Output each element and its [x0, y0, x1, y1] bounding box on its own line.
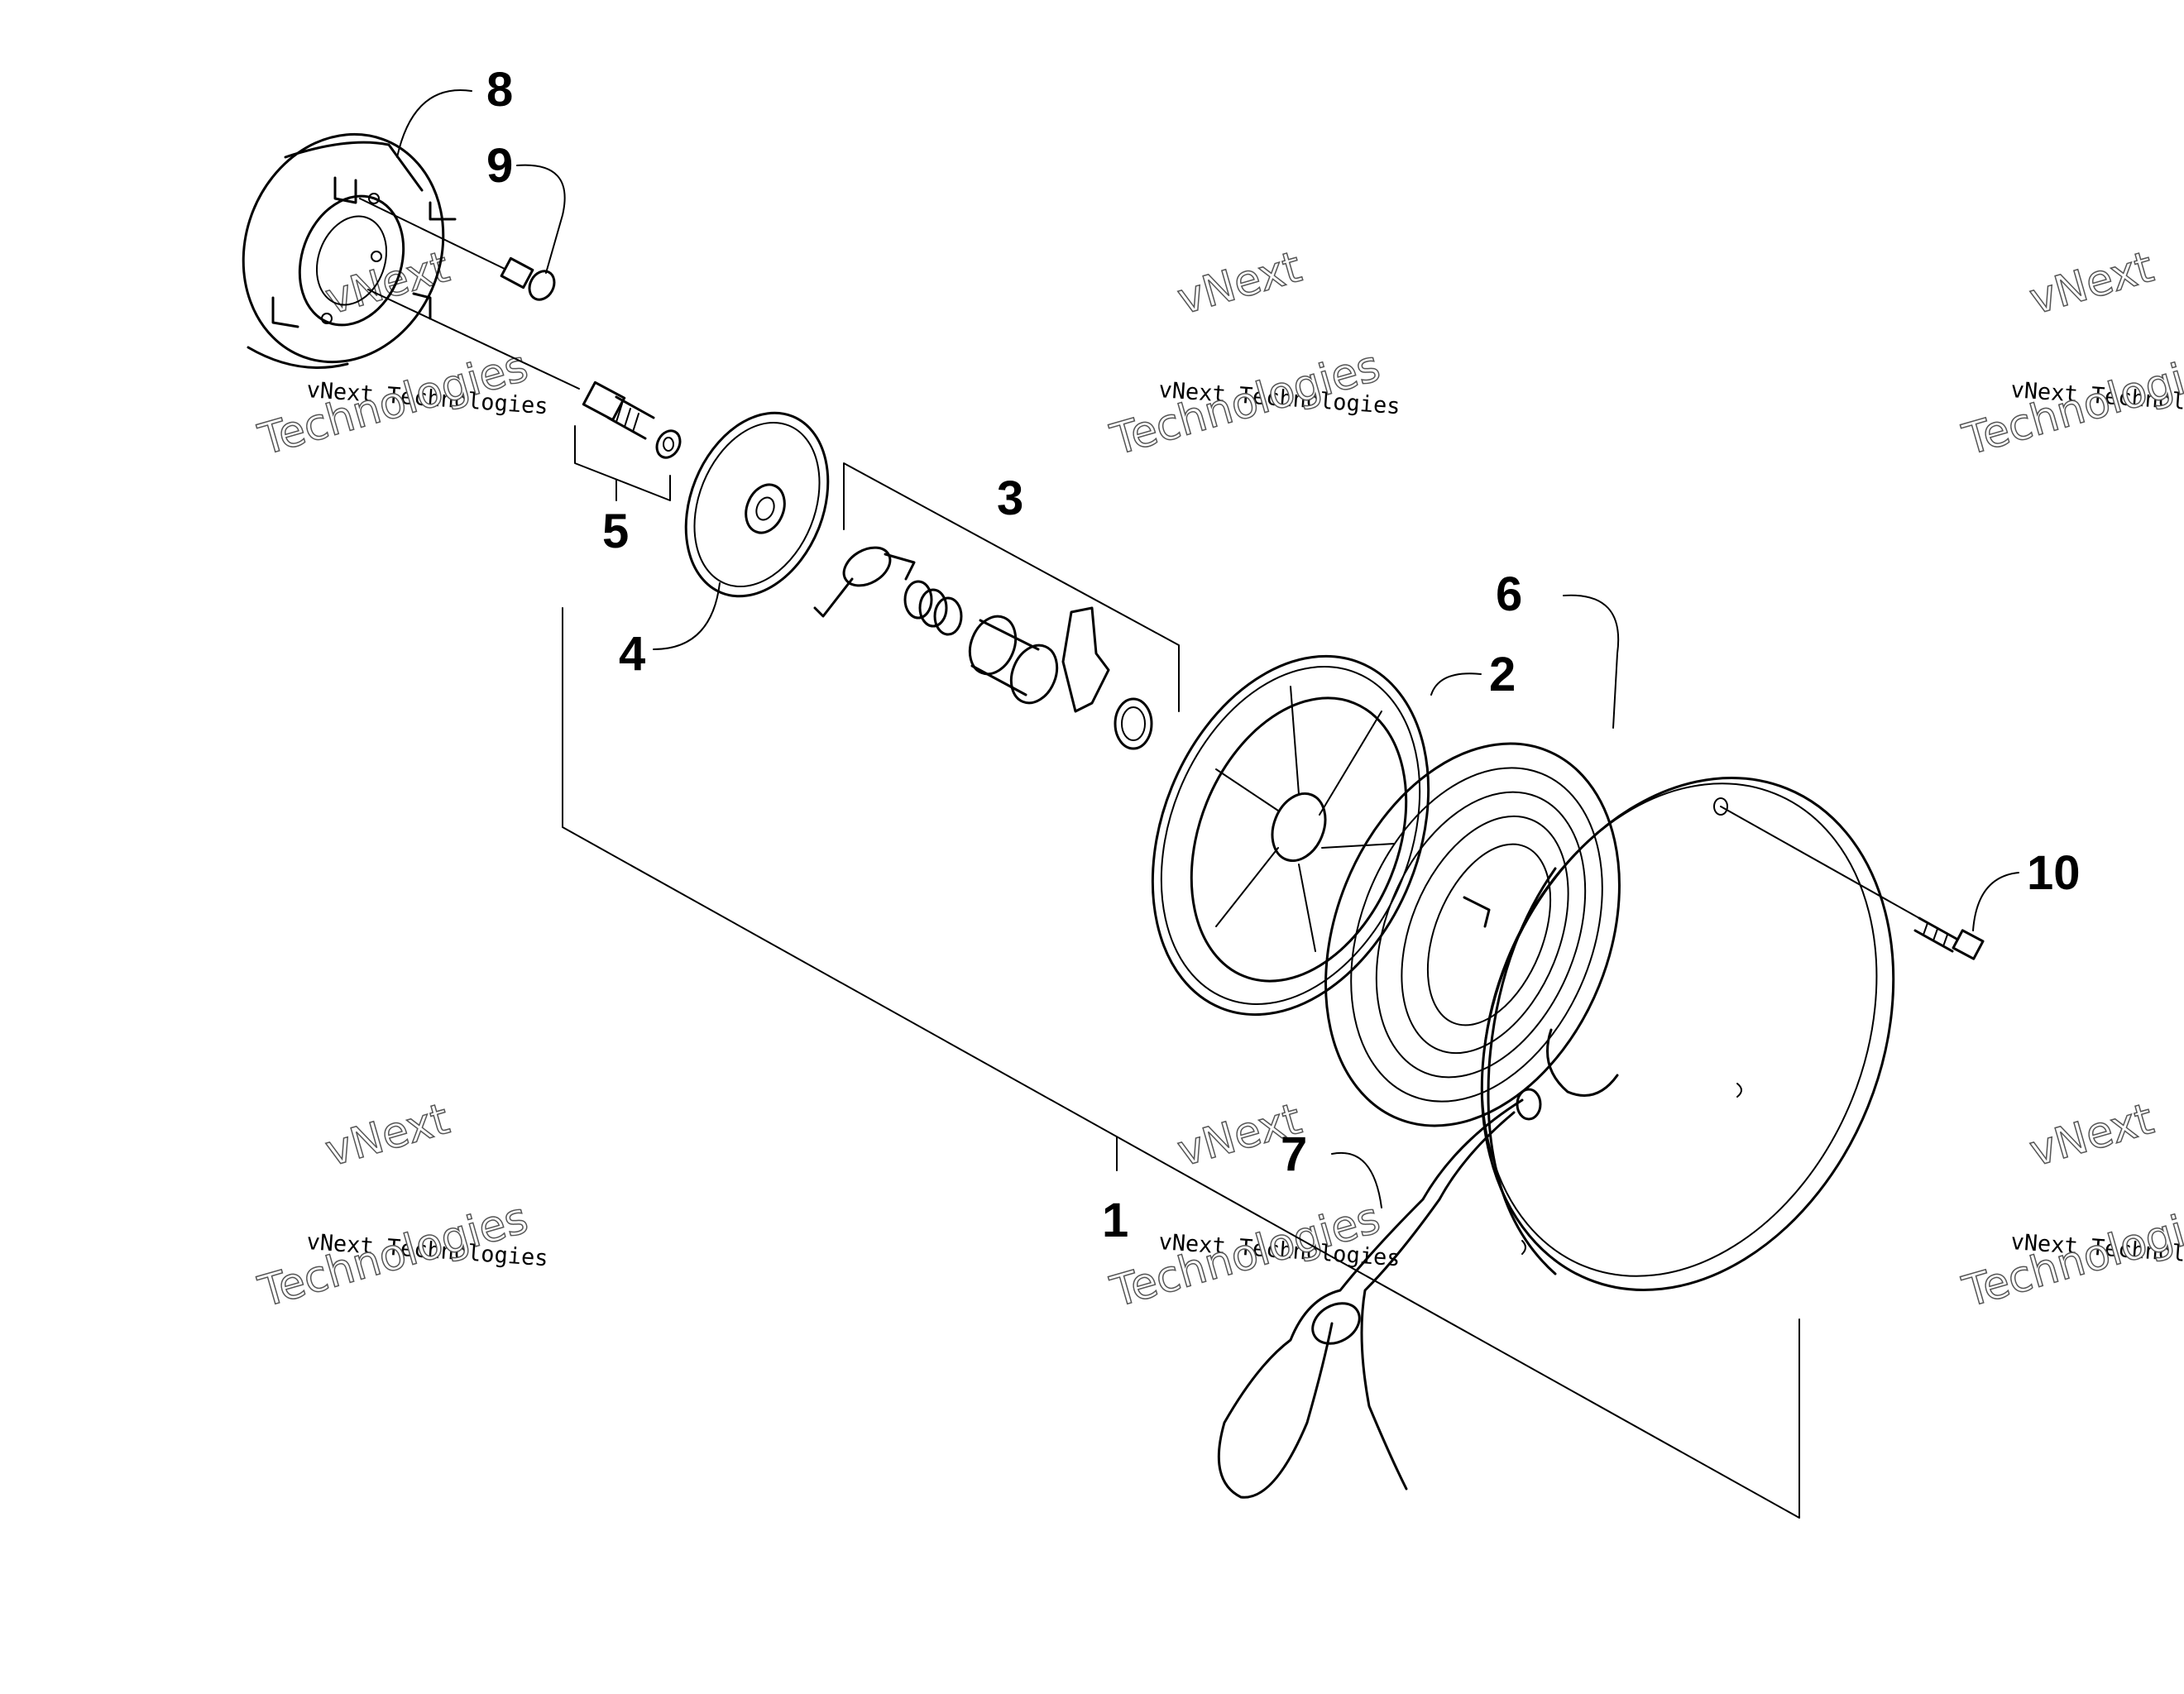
bolt-and-washer-part — [574, 380, 682, 501]
leader-lines — [396, 89, 2019, 1208]
callout-3: 3 — [997, 471, 1023, 525]
callout-9: 9 — [486, 139, 513, 193]
watermark-bottom-left: vNext vNext Technologies Technologies — [252, 1093, 548, 1318]
small-bolt-part — [500, 256, 556, 301]
watermark-top-right: vNext vNext Technologies Technologies — [1956, 242, 2184, 466]
svg-text:vNext: vNext — [320, 1094, 455, 1177]
svg-text:Technologies: Technologies — [1957, 342, 2184, 466]
leader-8 — [396, 89, 472, 158]
leader-4 — [653, 582, 721, 650]
callout-7: 7 — [1281, 1127, 1307, 1181]
callout-5: 5 — [602, 505, 629, 558]
leader-7 — [1331, 1151, 1382, 1208]
leader-6 — [1563, 594, 1620, 729]
watermark-bottom-center: vNext vNext Technologies Technologies — [1104, 1093, 1401, 1318]
housing-bolt-part — [1913, 916, 1985, 960]
leader-9 — [516, 164, 566, 274]
starter-housing-part — [1480, 777, 1920, 1291]
leader-2 — [1430, 672, 1482, 696]
recoil-spring-part — [1324, 742, 1621, 1127]
svg-text:Technologies: Technologies — [1957, 1194, 2184, 1318]
callout-10: 10 — [2027, 846, 2081, 900]
callout-2: 2 — [1489, 648, 1516, 701]
leader-10 — [1972, 872, 2019, 931]
callout-4: 4 — [619, 627, 645, 681]
callout-8: 8 — [486, 63, 513, 117]
ratchet-kit-part — [813, 462, 1180, 750]
callout-6: 6 — [1496, 567, 1522, 621]
svg-text:vNext: vNext — [2024, 1094, 2159, 1177]
watermark-top-center: vNext vNext Technologies Technologies — [1104, 242, 1401, 466]
svg-text:vNext: vNext — [2024, 242, 2159, 325]
friction-plate-part — [684, 411, 830, 598]
rope-reel-part — [1151, 654, 1430, 1017]
assembly-bracket — [562, 607, 1800, 1519]
starter-cup-part — [242, 132, 580, 390]
watermark-bottom-right: vNext vNext Technologies Technologies — [1956, 1093, 2184, 1318]
callout-1: 1 — [1102, 1194, 1128, 1247]
svg-text:vNext: vNext — [1172, 242, 1307, 325]
pull-rope-part — [1217, 1098, 1524, 1499]
